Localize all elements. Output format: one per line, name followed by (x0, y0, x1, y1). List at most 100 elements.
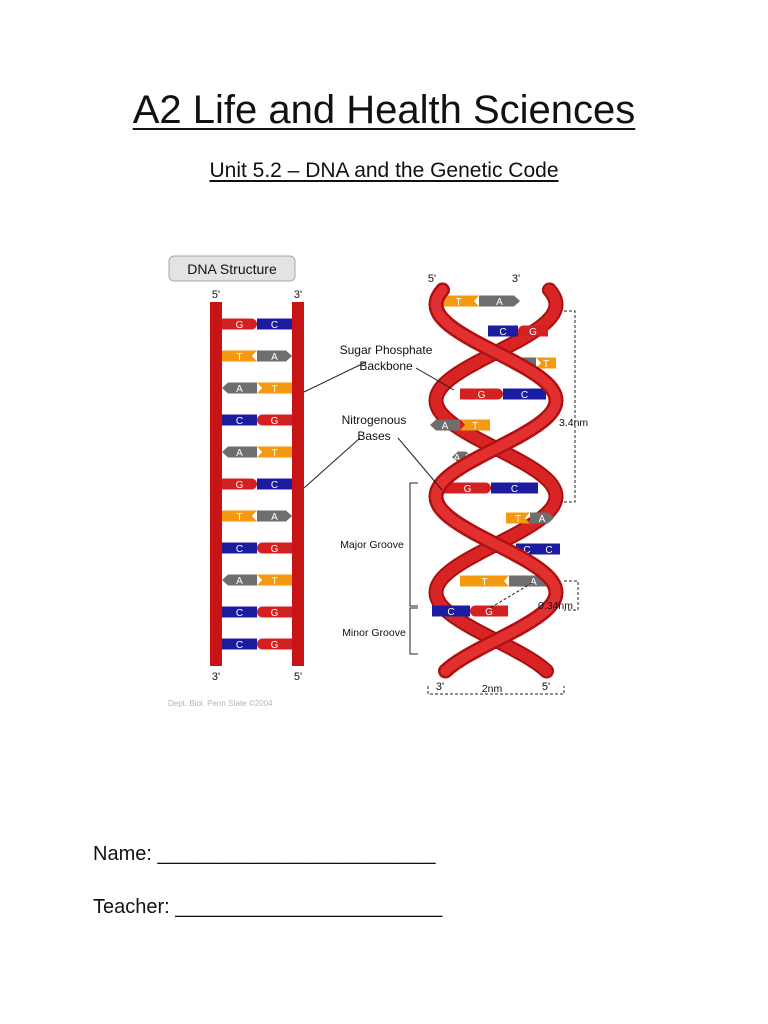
ladder-base-left (222, 414, 257, 426)
helix-base-right-letter: A (530, 577, 537, 588)
ladder-right-backbone (292, 302, 304, 666)
helix-base-left (506, 512, 530, 524)
ladder-base-right (257, 350, 292, 362)
width-dimension-label: 2nm (482, 683, 503, 695)
teacher-blank-line[interactable]: ________________________ (175, 896, 443, 918)
helix-base-left (488, 325, 518, 337)
ladder-base-left-letter: T (236, 352, 242, 363)
backbone-label-line2: Backbone (359, 359, 413, 373)
helix-base-left-letter: A (454, 453, 461, 464)
ladder-base-right-letter: C (271, 320, 278, 331)
ladder-base-left (222, 446, 257, 458)
ladder-base-right (257, 478, 292, 490)
ladder-base-left-letter: T (236, 512, 242, 523)
minor-groove-bracket (409, 607, 418, 655)
ladder-base-left (222, 638, 257, 650)
helix-base-left-letter: A (442, 421, 449, 432)
helix-base-left (444, 482, 491, 494)
name-field[interactable]: Name: _________________________ (93, 843, 436, 866)
bases-label-line1: Nitrogenous (342, 413, 407, 427)
badge-label: DNA Structure (187, 261, 277, 277)
backbone-leader-left (303, 361, 367, 393)
rise-dimension-diagonal (489, 582, 533, 609)
helix-base-left-letter: T (481, 577, 487, 588)
helix-base-right (479, 295, 520, 307)
helix-base-right-letter: G (529, 327, 537, 338)
helix-base-left-letter: C (447, 607, 454, 618)
ladder-base-right-letter: G (271, 608, 279, 619)
helix-strand-front-highlight (430, 285, 562, 676)
major-groove-label: Major Groove (340, 539, 404, 551)
ladder-base-left-letter: G (236, 320, 244, 331)
ladder-base-left (222, 574, 257, 586)
helix-base-left (430, 419, 460, 431)
rise-dimension-label: 0.34nm (538, 600, 573, 612)
helix-bottom-right-label: 5' (542, 681, 550, 693)
ladder-base-right (257, 414, 292, 426)
ladder-base-right (257, 606, 292, 618)
ladder-top-right-label: 3' (294, 289, 302, 301)
ladder-base-right-letter: A (271, 512, 278, 523)
helix-base-right (536, 357, 556, 369)
ladder-base-left (222, 478, 257, 490)
helix-base-right-letter: C (545, 545, 552, 556)
document-title: A2 Life and Health Sciences (132, 88, 636, 132)
ladder-base-right (257, 638, 292, 650)
helix-front-strand (428, 282, 564, 679)
ladder-base-right (257, 574, 292, 586)
helix-base-left (438, 295, 479, 307)
ladder-base-left (222, 350, 257, 362)
helix-base-left-letter: T (515, 514, 521, 525)
teacher-field[interactable]: Teacher: ________________________ (93, 896, 442, 919)
helix-base-right (518, 325, 548, 337)
helix-base-left-letter: G (478, 390, 486, 401)
helix-base-right-letter: A (496, 297, 503, 308)
figure-credit: Dept. Biol. Penn State ©2004 (168, 699, 273, 708)
ladder-base-left-letter: C (236, 640, 243, 651)
ladder-base-right-letter: G (271, 416, 279, 427)
helix-base-left-letter: G (464, 484, 472, 495)
helix-base-left (460, 388, 504, 400)
ladder-base-left (222, 382, 257, 394)
backbone-label-line1: Sugar Phosphate (340, 343, 433, 357)
name-blank-line[interactable]: _________________________ (157, 843, 436, 865)
helix-base-right (470, 605, 508, 617)
bases-leader-right (397, 437, 443, 491)
ladder-base-right-letter: A (271, 352, 278, 363)
bases-leader-left (303, 437, 361, 489)
ladder-base-left (222, 510, 257, 522)
bases-label-line2: Bases (357, 429, 390, 443)
ladder-base-left-letter: A (236, 576, 243, 587)
helix-top-right-label: 3' (512, 273, 520, 285)
ladder-base-left-letter: G (236, 480, 244, 491)
ladder-base-left-letter: C (236, 416, 243, 427)
minor-groove-label: Minor Groove (342, 627, 406, 639)
helix-base-left (432, 605, 470, 617)
ladder-base-right-letter: T (271, 576, 277, 587)
ladder-base-right (257, 446, 292, 458)
ladder-base-left (222, 318, 257, 330)
helix-base-right (460, 419, 490, 431)
badge-box (168, 255, 296, 282)
helix-base-right (530, 512, 554, 524)
helix-base-right-letter: A (539, 514, 546, 525)
ladder-base-left-letter: C (236, 608, 243, 619)
